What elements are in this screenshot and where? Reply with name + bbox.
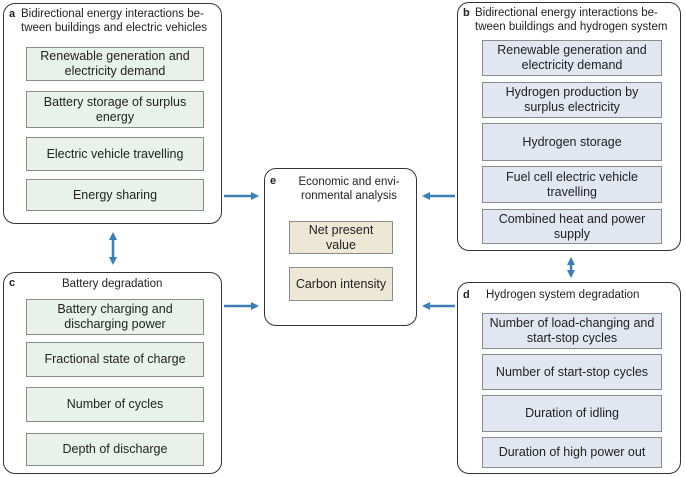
panel-a-item-1: Renewable generation and electricity dem… — [26, 47, 204, 81]
panel-d-item-2: Number of start-stop cycles — [482, 354, 662, 390]
panel-c-item-2: Fractional state of charge — [26, 342, 204, 377]
panel-e-item-2: Carbon intensity — [289, 267, 393, 301]
panel-a: a Bidirectional energy interactions be- … — [3, 3, 222, 224]
panel-title-d: Hydrogen system degradation — [486, 289, 640, 301]
panel-b: b Bidirectional energy interactions be- … — [457, 2, 681, 251]
panel-c-item-1: Battery charging and discharging power — [26, 299, 204, 335]
panel-title-e: Economic and envi- ronmental analysis — [285, 175, 413, 203]
panel-c-item-3: Number of cycles — [26, 387, 204, 422]
panel-a-item-2: Battery storage of surplus energy — [26, 91, 204, 128]
panel-label-d: d — [463, 289, 470, 301]
panel-c: c Battery degradation Battery charging a… — [3, 272, 222, 474]
panel-b-item-5: Combined heat and power supply — [482, 209, 662, 244]
panel-b-item-3: Hydrogen storage — [482, 123, 662, 161]
panel-d-item-4: Duration of high power out — [482, 437, 662, 468]
panel-d-item-3: Duration of idling — [482, 395, 662, 432]
panel-d-item-1: Number of load-changing and start-stop c… — [482, 313, 662, 349]
panel-e-item-1: Net present value — [289, 221, 393, 254]
panel-b-item-1: Renewable generation and electricity dem… — [482, 40, 662, 76]
panel-c-item-4: Depth of discharge — [26, 433, 204, 466]
panel-label-a: a — [9, 8, 16, 20]
panel-title-a-text: Bidirectional energy interactions be- tw… — [21, 8, 208, 34]
panel-b-item-4: Fuel cell electric vehicle travelling — [482, 166, 662, 203]
panel-b-item-2: Hydrogen production by surplus electrici… — [482, 82, 662, 118]
panel-title-a: Bidirectional energy interactions be- tw… — [21, 7, 221, 35]
panel-title-e-text: Economic and envi- ronmental analysis — [298, 176, 400, 202]
panel-d: d Hydrogen system degradation Number of … — [457, 282, 681, 474]
panel-label-e: e — [270, 175, 277, 187]
panel-a-item-3: Electric vehicle travelling — [26, 137, 204, 171]
panel-label-b: b — [463, 7, 470, 19]
panel-title-c: Battery degradation — [62, 278, 163, 290]
panel-a-item-4: Energy sharing — [26, 179, 204, 211]
panel-title-b: Bidirectional energy interactions be- tw… — [475, 6, 681, 34]
panel-label-c: c — [9, 277, 16, 289]
panel-title-b-text: Bidirectional energy interactions be- tw… — [475, 7, 668, 33]
panel-e: e Economic and envi- ronmental analysis … — [264, 168, 417, 326]
